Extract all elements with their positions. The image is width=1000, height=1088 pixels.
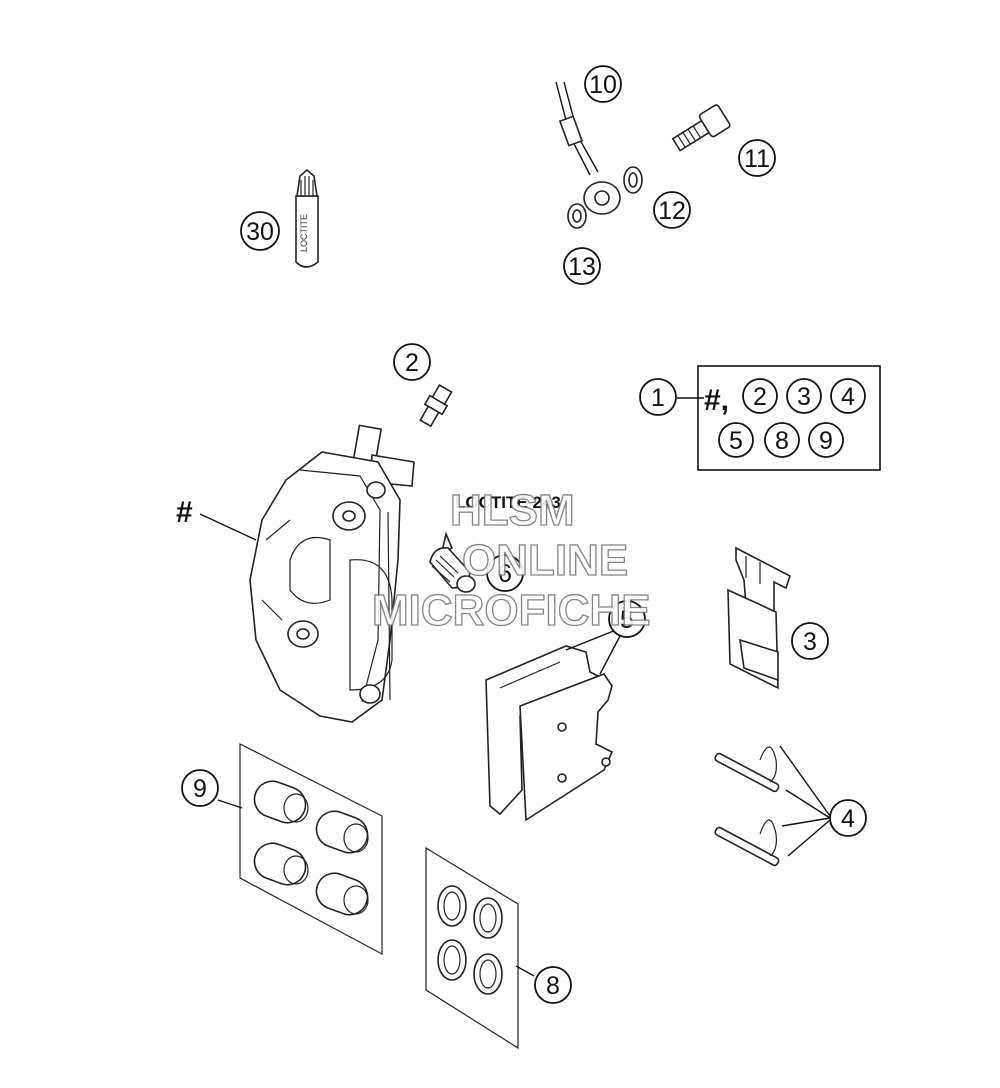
- callout-3: 3: [791, 622, 829, 660]
- kit-item-2: 2: [742, 378, 778, 414]
- caliper-mark: #: [176, 496, 193, 529]
- kit-item-4: 4: [830, 378, 866, 414]
- piston-set: [239, 743, 383, 956]
- callout-30: 30: [240, 211, 280, 251]
- leader-4d: [787, 819, 831, 857]
- brake-hose: [555, 81, 621, 215]
- svg-text:3: 3: [797, 383, 811, 411]
- svg-text:30: 30: [246, 218, 274, 246]
- pins-and-clips: [714, 746, 780, 867]
- callout-4: 4: [829, 799, 867, 837]
- callout-10: 10: [584, 65, 622, 103]
- svg-text:12: 12: [658, 197, 686, 225]
- washer-12: [623, 166, 643, 194]
- svg-text:4: 4: [841, 383, 855, 411]
- loctite-note: LOCTITE 243: [455, 493, 561, 512]
- svg-text:6: 6: [498, 560, 512, 588]
- leader-5a: [565, 629, 617, 651]
- leader-9: [217, 799, 243, 809]
- callout-2: 2: [393, 343, 431, 381]
- leader-5b: [599, 635, 621, 675]
- pad-pin-6: [429, 531, 476, 593]
- svg-text:8: 8: [546, 972, 560, 1000]
- tube-label: LOCTITE: [299, 214, 309, 252]
- svg-text:MICROFICHE: MICROFICHE: [372, 586, 651, 635]
- svg-text:13: 13: [568, 253, 596, 281]
- svg-text:3: 3: [803, 628, 817, 656]
- kit-item-8: 8: [764, 422, 800, 458]
- svg-text:9: 9: [819, 427, 833, 455]
- svg-text:2: 2: [405, 349, 419, 377]
- callout-13: 13: [563, 247, 601, 285]
- leader-8: [515, 965, 535, 977]
- bleeder-valve: [419, 383, 453, 428]
- svg-text:1: 1: [651, 384, 665, 412]
- kit-item-3: 3: [786, 378, 822, 414]
- callout-9: 9: [181, 769, 219, 807]
- callout-5: 5: [608, 600, 646, 638]
- brake-caliper: [249, 424, 415, 723]
- callout-6: 6: [486, 554, 524, 592]
- kit-item-9: 9: [808, 422, 844, 458]
- svg-text:9: 9: [193, 775, 207, 803]
- leader-caliper: [199, 513, 257, 541]
- seal-ring-set: [425, 846, 519, 1050]
- callout-1: 1: [639, 378, 677, 416]
- svg-text:5: 5: [620, 606, 634, 634]
- callout-12: 12: [653, 191, 691, 229]
- leader-4a: [779, 745, 831, 817]
- svg-text:ONLINE: ONLINE: [462, 536, 628, 585]
- pad-spring: [727, 546, 791, 690]
- banjo-bolt: [671, 104, 731, 152]
- svg-text:5: 5: [729, 427, 743, 455]
- svg-text:8: 8: [775, 427, 789, 455]
- leader-4b: [785, 789, 831, 819]
- loctite-tube: LOCTITE: [295, 168, 319, 268]
- svg-text:10: 10: [589, 71, 617, 99]
- kit-item-5: 5: [718, 422, 754, 458]
- washer-13: [567, 203, 587, 229]
- svg-text:HLSM: HLSM: [450, 486, 575, 535]
- svg-text:2: 2: [753, 383, 767, 411]
- kit-hash: #,: [704, 384, 729, 417]
- brake-pads: [485, 645, 614, 822]
- svg-text:11: 11: [744, 145, 770, 173]
- callout-11: 11: [738, 139, 776, 177]
- callout-8: 8: [534, 966, 572, 1004]
- watermark: HLSM ONLINE MICROFICHE: [371, 485, 651, 635]
- svg-text:4: 4: [841, 805, 855, 833]
- leader-4c: [781, 817, 831, 827]
